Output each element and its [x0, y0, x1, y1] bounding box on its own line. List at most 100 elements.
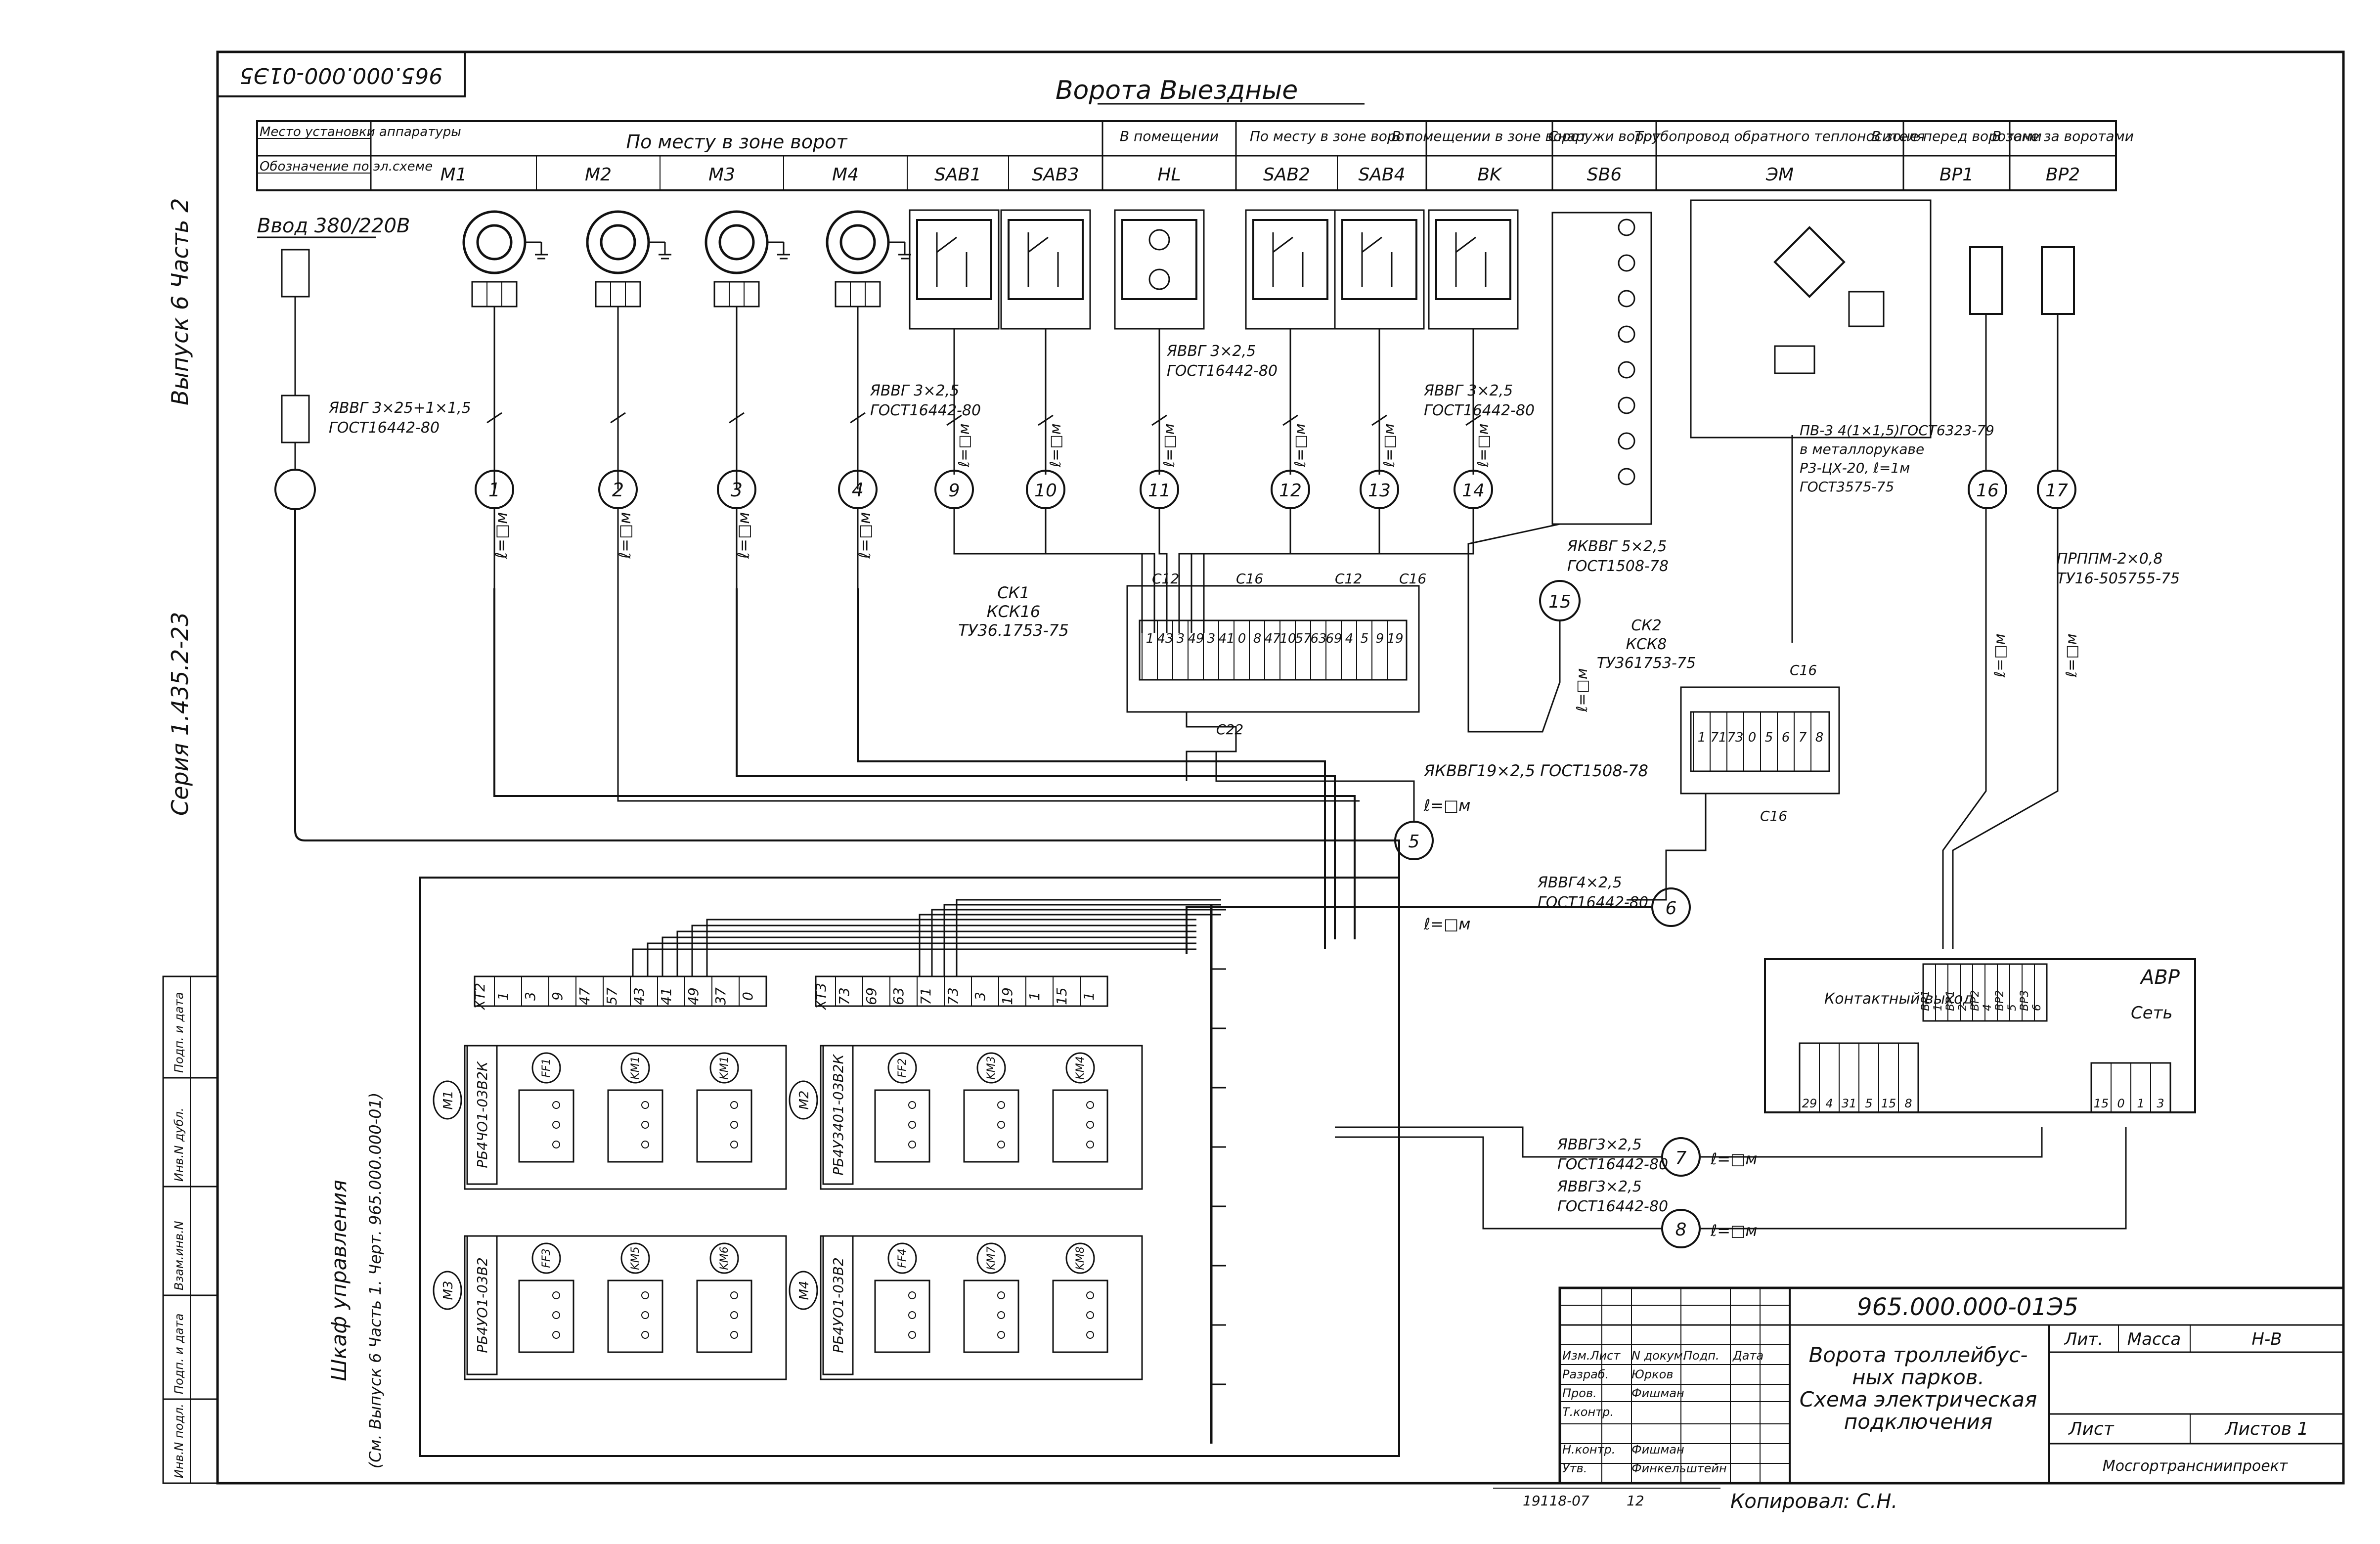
terminal: 41	[658, 987, 674, 1005]
installation-table: Место установки аппаратуры Обозначение п…	[256, 120, 2134, 191]
cable-spec: ЯВВГ 3×2,5	[1423, 382, 1513, 399]
terminal: 73	[945, 987, 961, 1005]
gland-label: С12	[1335, 571, 1362, 587]
cable-length: ℓ=□м	[1574, 668, 1591, 712]
cable-number: 15	[1548, 592, 1571, 612]
gland-label: С16	[1236, 571, 1263, 587]
listov-label: Листов 1	[2224, 1419, 2309, 1439]
sheet-frame	[162, 50, 2345, 1485]
terminal: 4	[1825, 1097, 1833, 1110]
terminal: 1	[1026, 992, 1043, 1001]
cable-number: 5	[1409, 832, 1420, 852]
cable-spec: ЯВВГ 3×2,5	[1166, 343, 1256, 360]
device-tag: KM3	[985, 1056, 998, 1079]
terminal: 47	[1264, 631, 1281, 646]
cable-length: ℓ=□м	[1475, 423, 1492, 468]
cable-length: ℓ=□м	[1991, 633, 2009, 678]
switch-hl: ℓ=□м 11	[1114, 209, 1205, 633]
cable-spec: ГОСТ16442-80	[1557, 1198, 1668, 1215]
sensor-bp1: ℓ=□м	[1942, 246, 2009, 949]
cable-circle	[1394, 821, 1434, 860]
box-label: ТУ361753-75	[1597, 655, 1696, 672]
motor-tag: M4	[797, 1281, 812, 1300]
cable-length: ℓ=□м	[1047, 423, 1064, 468]
motor-4: 4ℓ=□м	[826, 210, 911, 588]
motor-3: 3ℓ=□м	[705, 210, 790, 588]
table-group-label: В зоне перед воротами	[1871, 128, 2042, 144]
tb-role: Н.контр.	[1562, 1443, 1615, 1456]
terminal: BP2	[1969, 990, 1982, 1011]
seriya-label: Серия 1.435.2-23	[167, 612, 193, 816]
cable-spec: ГОСТ3575-75	[1800, 479, 1894, 495]
terminal: 43	[1157, 631, 1173, 646]
terminal: BP2	[1994, 990, 2006, 1011]
strip-label: Инв.N подл.	[172, 1404, 186, 1478]
cable-number: 11	[1148, 481, 1171, 501]
lit-label: Лит.	[2064, 1329, 2103, 1349]
terminal: 5	[1765, 730, 1773, 745]
device-tag: KM1	[629, 1056, 642, 1079]
table-col-sab3: SAB3	[1032, 165, 1079, 185]
title-line-4: подключения	[1844, 1410, 1992, 1434]
tb-name: Финкельштейн	[1631, 1461, 1727, 1475]
cable-spec: ГОСТ16442-80	[1557, 1156, 1668, 1173]
starter-name: РБ4ЧО1-03В2К	[474, 1061, 490, 1168]
cable-length: ℓ=□м	[1423, 915, 1470, 933]
cable-length: ℓ=□м	[1710, 1149, 1757, 1168]
table-col-sb6: SB6	[1587, 165, 1622, 185]
box-label: ТУ36.1753-75	[958, 621, 1069, 640]
cable-circle	[1661, 1137, 1701, 1177]
table-group-label: В зоне за воротами	[1992, 128, 2134, 144]
tb-role: Т.контр.	[1562, 1405, 1614, 1419]
gland-label: С12	[1152, 571, 1179, 587]
cable-length: ℓ=□м	[492, 512, 511, 559]
device-tag: FF4	[896, 1248, 909, 1268]
cable-spec: ЯКВВГ19×2,5 ГОСТ1508-78	[1423, 761, 1648, 780]
terminal: 8	[1904, 1097, 1912, 1110]
terminal: 4	[1345, 631, 1354, 646]
terminal: 1	[495, 992, 511, 1001]
terminal: 1	[1081, 992, 1097, 1001]
terminal: 31	[1842, 1097, 1857, 1110]
table-group-label: В помещении	[1120, 128, 1219, 144]
box-label: КСК8	[1626, 636, 1667, 653]
terminal: 15	[1881, 1097, 1896, 1110]
tb-sign: Подп.	[1683, 1349, 1719, 1363]
cable-spec: ЯВВГ 3×25+1×1,5	[328, 399, 471, 417]
cable-number: 1	[488, 479, 500, 501]
device-tag: KM7	[985, 1246, 998, 1270]
terminal: 73	[1727, 730, 1743, 745]
terminal: 41	[1218, 631, 1234, 646]
cable-length: ℓ=□м	[1161, 423, 1178, 468]
table-col-bk: BK	[1477, 165, 1502, 185]
terminal: 73	[836, 987, 852, 1005]
cable-number: 3	[731, 479, 743, 501]
starter-name: РБ4УО1-03В2	[830, 1257, 846, 1353]
terminal: 57	[604, 987, 620, 1005]
bottom-num: 19118-07	[1523, 1493, 1589, 1509]
title-line-3: Схема электрическая	[1800, 1387, 2037, 1412]
terminal: 3	[1177, 631, 1185, 646]
terminal: 0	[1748, 730, 1757, 745]
terminal: 10	[1279, 631, 1296, 646]
cable-spec: ЯВВГ3×2,5	[1557, 1178, 1642, 1195]
vvod-input	[274, 249, 316, 510]
terminal: 47	[576, 987, 593, 1005]
terminal: 49	[1188, 631, 1204, 646]
device-tag: KM1	[718, 1056, 731, 1079]
terminal: 6	[2031, 1004, 2043, 1011]
device-tag: FF2	[896, 1058, 909, 1077]
list-label: Лист	[2068, 1419, 2114, 1439]
device-tag: FF3	[540, 1248, 553, 1268]
cable-spec: ПРППМ-2×0,8	[2057, 550, 2162, 568]
terminal: 1	[2137, 1097, 2144, 1110]
switch-sab3: ℓ=□м10	[1000, 209, 1155, 633]
cable-length: ℓ=□м	[1423, 796, 1470, 815]
avr-kontakt: Контактный выход	[1824, 990, 1973, 1008]
terminal: 15	[2094, 1097, 2109, 1110]
cable-spec: ЯКВВГ 5×2,5	[1567, 538, 1667, 555]
